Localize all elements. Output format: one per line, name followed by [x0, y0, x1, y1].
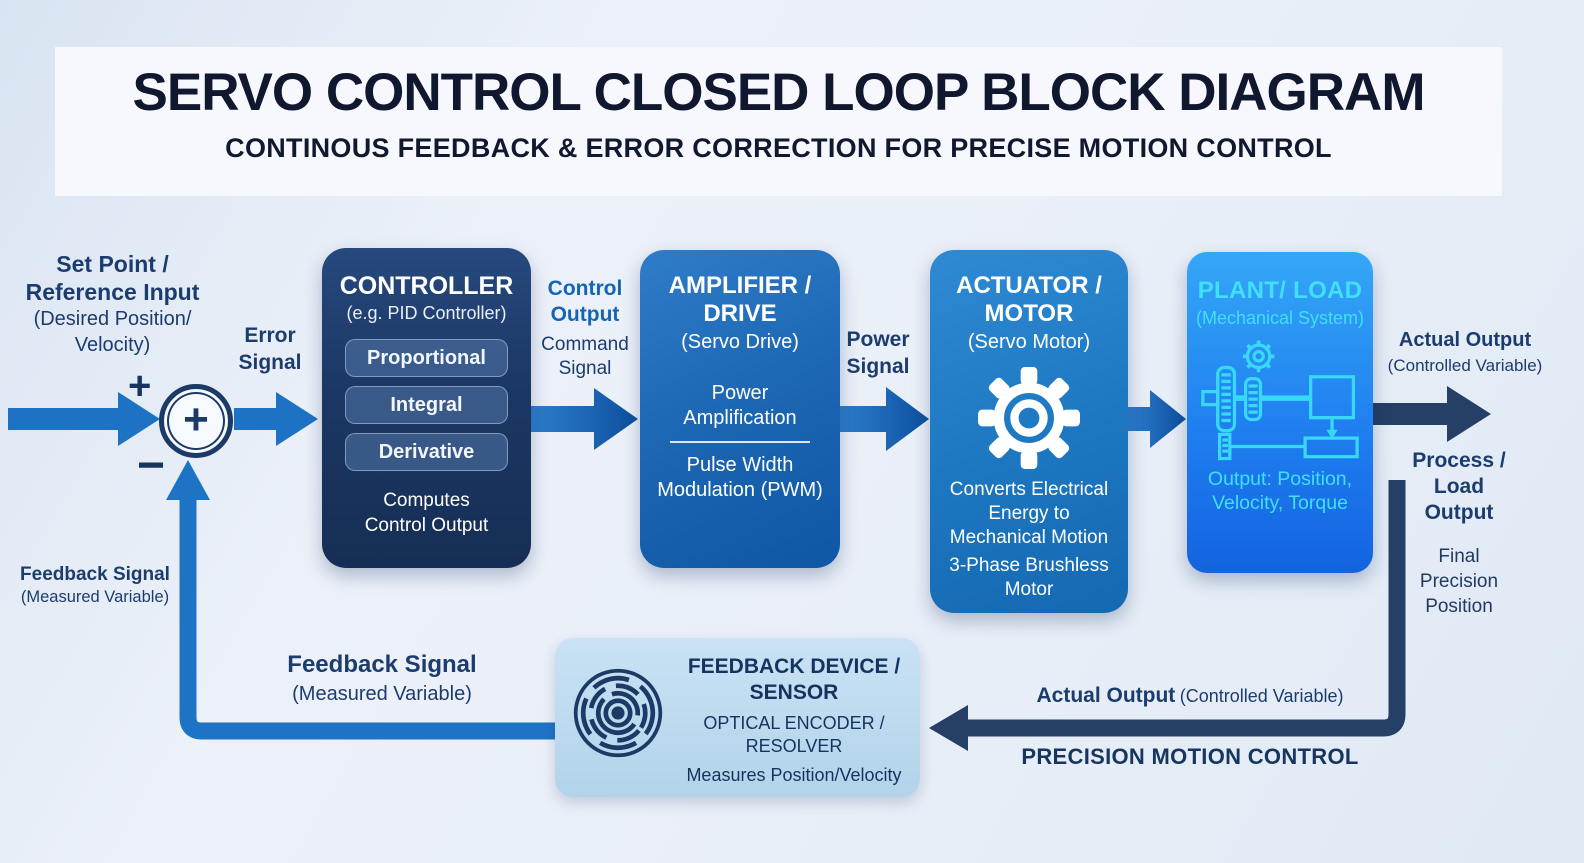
junction-plus-center: + [183, 395, 209, 444]
actuator-desc: Converts Electrical Energy to Mechanical… [949, 479, 1109, 548]
controller-subtitle: (e.g. PID Controller) [346, 303, 507, 323]
feedback-signal-left-label: Feedback Signal (Measured Variable) [20, 564, 170, 606]
amplifier-drive-block: AMPLIFIER / DRIVE (Servo Drive) Power Am… [640, 250, 840, 568]
feedback-to-junction-path [179, 498, 557, 740]
control-output-arrow [531, 388, 638, 450]
plant-title: PLANT/ LOAD [1197, 277, 1363, 304]
pid-item-derivative: Derivative [345, 433, 508, 471]
diagram-subtitle: CONTINOUS FEEDBACK & ERROR CORRECTION FO… [225, 133, 1332, 163]
command-signal-label: Command Signal [541, 334, 629, 379]
control-output-label: Control Output Command Signal [527, 276, 643, 381]
sensor-subtitle: OPTICAL ENCODER / RESOLVER [703, 713, 885, 756]
diagram-title: SERVO CONTROL CLOSED LOOP BLOCK DIAGRAM [132, 63, 1426, 122]
mechanical-system-icon [1201, 340, 1359, 461]
controller-block: CONTROLLER (e.g. PID Controller) Proport… [322, 248, 531, 568]
pid-item-proportional: Proportional [345, 339, 508, 377]
summing-junction: + [159, 384, 233, 458]
actual-output-label: Actual Output (Controlled Variable) [1387, 329, 1543, 375]
minus-sign: − [137, 439, 166, 492]
encoder-icon [573, 668, 663, 758]
power-signal-label: Power Signal [846, 328, 910, 378]
feedback-sensor-block: FEEDBACK DEVICE / SENSOR OPTICAL ENCODER… [555, 638, 920, 797]
actuator-motor-type: 3-Phase Brushless Motor [949, 555, 1109, 600]
controller-title: CONTROLLER [339, 272, 514, 300]
precision-motion-control-label: PRECISION MOTION CONTROL [1021, 744, 1359, 769]
final-precision-position-label: Final Precision Position [1419, 546, 1499, 617]
plant-load-block: PLANT/ LOAD (Mechanical System) [1187, 252, 1373, 573]
power-signal-arrow [840, 387, 929, 451]
actuator-motor-block: ACTUATOR / MOTOR (Servo Motor) Converts … [930, 250, 1128, 613]
process-load-output-label: Process / Load Output [1412, 449, 1506, 524]
actual-output-arrow [1373, 386, 1491, 442]
error-signal-arrow [234, 392, 318, 446]
pwm-label: Pulse Width Modulation (PWM) [657, 454, 823, 501]
title-band: SERVO CONTROL CLOSED LOOP BLOCK DIAGRAM … [55, 47, 1502, 196]
feedback-return-arrowhead [929, 705, 968, 751]
set-point-label: Set Point / Reference Input (Desired Pos… [25, 251, 200, 356]
pid-item-integral: Integral [345, 386, 508, 424]
plus-sign: + [128, 364, 152, 408]
sensor-text: FEEDBACK DEVICE / SENSOR OPTICAL ENCODER… [677, 654, 911, 786]
sensor-desc: Measures Position/Velocity [686, 765, 902, 785]
error-signal-label: Error Signal [238, 324, 302, 374]
plant-subtitle: (Mechanical System) [1195, 308, 1365, 328]
controller-footer: Computes Control Output [364, 490, 489, 536]
amplifier-subtitle: (Servo Drive) [681, 331, 799, 353]
feedback-to-junction-arrowhead [166, 460, 210, 500]
sensor-title: FEEDBACK DEVICE / SENSOR [687, 655, 901, 704]
actuator-subtitle: (Servo Motor) [967, 331, 1091, 353]
actuator-title: ACTUATOR / MOTOR [956, 272, 1102, 327]
input-arrow [8, 392, 160, 446]
motion-arrow [1128, 390, 1186, 448]
divider [670, 441, 810, 443]
plant-output-label: Output: Position, Velocity, Torque [1207, 468, 1353, 514]
feedback-return-path [968, 480, 1406, 737]
amplifier-title: AMPLIFIER / DRIVE [668, 272, 812, 327]
feedback-signal-mid-label: Feedback Signal (Measured Variable) [287, 651, 477, 705]
gear-icon [978, 367, 1080, 469]
actual-output-bottom-label: Actual Output (Controlled Variable) [1036, 684, 1344, 707]
power-amplification-label: Power Amplification [683, 382, 797, 429]
